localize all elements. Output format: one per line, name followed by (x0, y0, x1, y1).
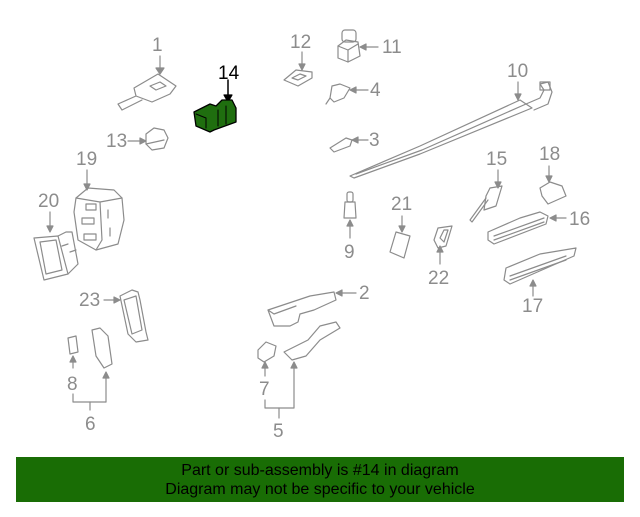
banner-line-part: Part or sub-assembly is #14 in diagram (181, 462, 459, 479)
callout-11[interactable]: 11 (382, 37, 402, 58)
callout-13[interactable]: 13 (106, 131, 128, 152)
part-10-sill-strip-icon[interactable] (349, 81, 553, 179)
callout-16[interactable]: 16 (569, 209, 591, 230)
callout-14-highlighted[interactable]: 14 (218, 63, 240, 84)
part-11-button-icon[interactable] (337, 29, 379, 63)
callout-5[interactable]: 5 (273, 421, 284, 442)
part-1-key-icon[interactable] (117, 55, 177, 111)
callout-23[interactable]: 23 (79, 290, 101, 311)
callout-10[interactable]: 10 (507, 61, 529, 82)
callout-17[interactable]: 17 (522, 296, 544, 317)
callout-9[interactable]: 9 (344, 242, 355, 263)
callout-15[interactable]: 15 (486, 149, 508, 170)
callout-21[interactable]: 21 (391, 194, 413, 215)
part-6-socket-icon[interactable] (72, 327, 113, 411)
part-4-clip-icon[interactable] (325, 83, 369, 105)
part-22-lens-icon[interactable] (433, 225, 453, 265)
part-14-highlighted-icon[interactable] (193, 79, 237, 133)
part-16-sill-plate-icon[interactable] (487, 211, 567, 245)
part-info-banner: Part or sub-assembly is #14 in diagram D… (16, 457, 624, 502)
callout-12[interactable]: 12 (290, 32, 312, 53)
part-15-trim-icon[interactable] (469, 169, 503, 223)
callout-8[interactable]: 8 (67, 374, 78, 395)
callout-22[interactable]: 22 (428, 268, 450, 289)
part-12-pad-icon[interactable] (283, 51, 313, 87)
part-21-label-icon[interactable] (389, 215, 411, 259)
part-3-lens-icon[interactable] (329, 136, 369, 153)
callout-19[interactable]: 19 (76, 149, 98, 170)
callout-6[interactable]: 6 (85, 414, 96, 435)
callout-7[interactable]: 7 (259, 379, 270, 400)
callout-3[interactable]: 3 (369, 130, 380, 151)
part-18-cover-icon[interactable] (539, 165, 567, 205)
part-23-pedal-pad-icon[interactable] (103, 289, 149, 343)
callout-18[interactable]: 18 (539, 144, 561, 165)
callout-1[interactable]: 1 (152, 35, 163, 56)
banner-line-disclaimer: Diagram may not be specific to your vehi… (165, 481, 475, 498)
part-20-bezel-icon[interactable] (33, 211, 79, 281)
part-13-knob-icon[interactable] (127, 127, 169, 151)
callout-20[interactable]: 20 (38, 191, 60, 212)
callout-4[interactable]: 4 (370, 80, 381, 101)
part-7-bulb-icon[interactable] (257, 341, 295, 419)
part-17-sill-plate-icon[interactable] (503, 247, 577, 297)
part-2-switch-panel-icon[interactable] (267, 289, 357, 327)
part-5-bracket-icon[interactable] (283, 321, 341, 407)
part-19-switch-icon[interactable] (73, 169, 125, 251)
part-8-bulb-icon[interactable] (67, 335, 79, 369)
part-9-bulb-icon[interactable] (343, 191, 357, 239)
callout-2[interactable]: 2 (359, 283, 370, 304)
